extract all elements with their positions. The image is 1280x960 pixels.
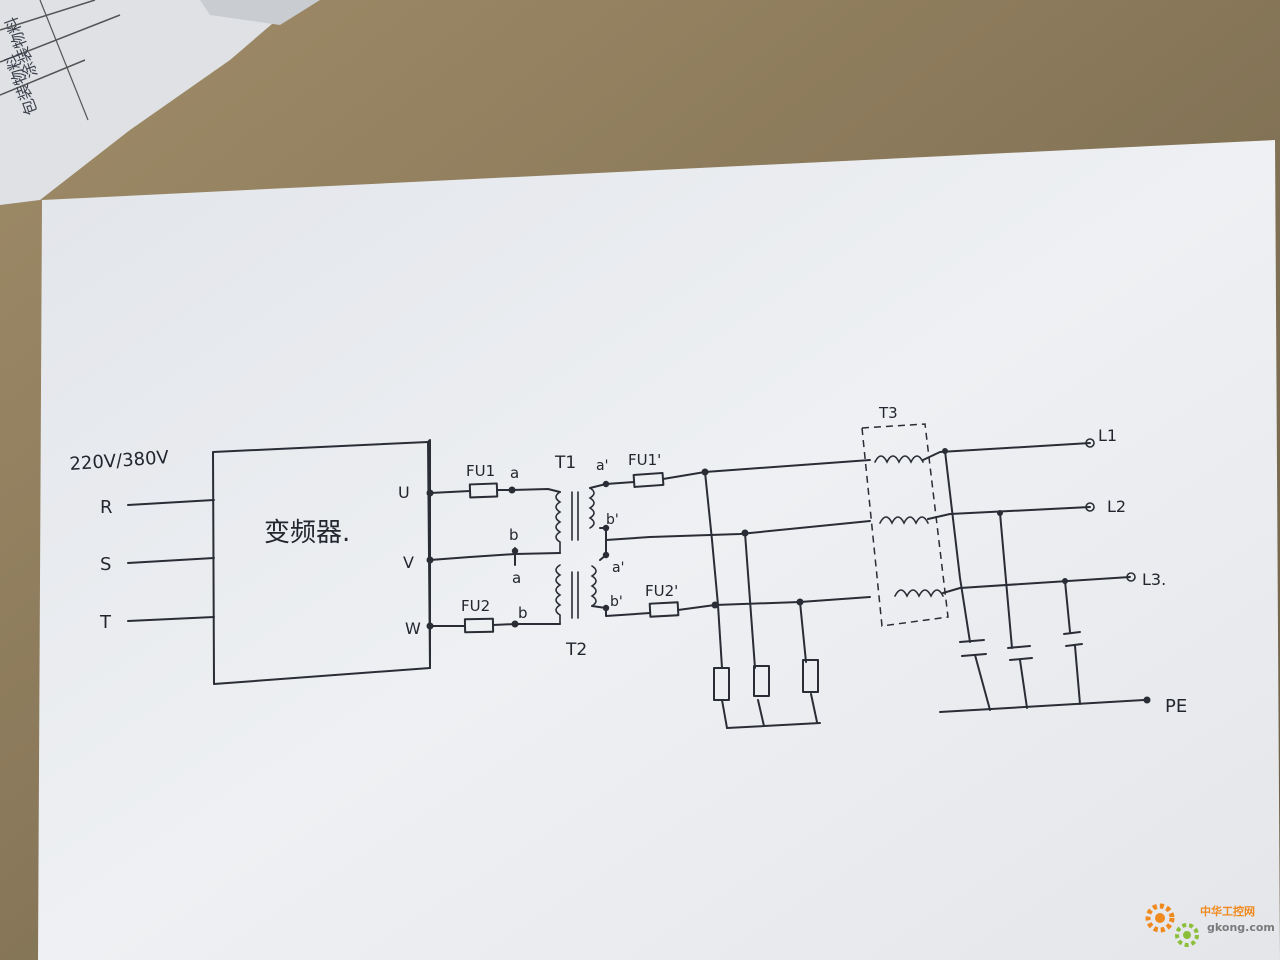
output-label-l1: L1 <box>1098 426 1117 445</box>
inverter-block <box>212 439 431 685</box>
wire-t2-secondary <box>591 596 871 617</box>
terminal-a-t1: a <box>510 464 519 482</box>
fuse-fu2-label: FU2 <box>461 597 490 615</box>
paper-sheet <box>38 140 1280 960</box>
choke-t3 <box>861 423 949 627</box>
watermark-url: gkong.com <box>1207 921 1275 934</box>
terminal-b-prime-t2: b' <box>610 594 623 610</box>
fuse-fu1-prime <box>632 471 665 488</box>
input-line-t <box>127 616 215 622</box>
wire-l3 <box>942 576 1131 594</box>
watermark: 中华工控网 gkong.com <box>1145 903 1275 947</box>
input-label-t: T <box>99 612 112 633</box>
ground-pe-label: PE <box>1165 696 1187 717</box>
choke-t3-label: T3 <box>878 404 898 422</box>
watermark-cn: 中华工控网 <box>1200 904 1255 918</box>
fuse-fu2-prime <box>648 601 680 618</box>
wire-u <box>429 488 561 494</box>
resistor-bank <box>704 471 821 729</box>
output-label-l2: L2 <box>1107 497 1126 516</box>
wire-l1 <box>922 442 1091 461</box>
transformer-t1-label: T1 <box>554 453 576 473</box>
fuse-fu2 <box>463 617 495 634</box>
input-line-s <box>127 557 215 564</box>
terminal-b-t2: b <box>518 604 528 622</box>
fuse-fu1-prime-label: FU1' <box>628 451 661 469</box>
background-sheet: 涂装物料 包装物料 <box>0 0 320 205</box>
terminal-b-t1: b <box>509 526 519 544</box>
output-label-v: V <box>403 553 414 572</box>
output-label-w: W <box>405 619 421 638</box>
transformer-t2-label: T2 <box>565 640 587 660</box>
terminal-a-prime-t2: a' <box>612 560 624 576</box>
fuse-fu1-label: FU1 <box>466 462 495 480</box>
input-label-r: R <box>100 497 113 518</box>
output-label-l3: L3. <box>1142 570 1166 589</box>
terminal-a-t2: a <box>512 569 521 587</box>
wire-l2 <box>927 506 1091 520</box>
fuse-fu1 <box>468 482 499 499</box>
input-label-s: S <box>100 554 111 575</box>
transformer-t1 <box>555 487 595 554</box>
input-line-r <box>127 499 215 506</box>
capacitor-bank <box>939 448 1146 713</box>
inverter-label: 变频器. <box>264 518 350 548</box>
output-label-u: U <box>398 483 410 502</box>
terminal-a-prime-t1: a' <box>596 458 608 474</box>
transformer-t2 <box>555 564 597 625</box>
terminal-b-prime-t1: b' <box>606 512 619 528</box>
fuse-fu2-prime-label: FU2' <box>645 582 678 600</box>
